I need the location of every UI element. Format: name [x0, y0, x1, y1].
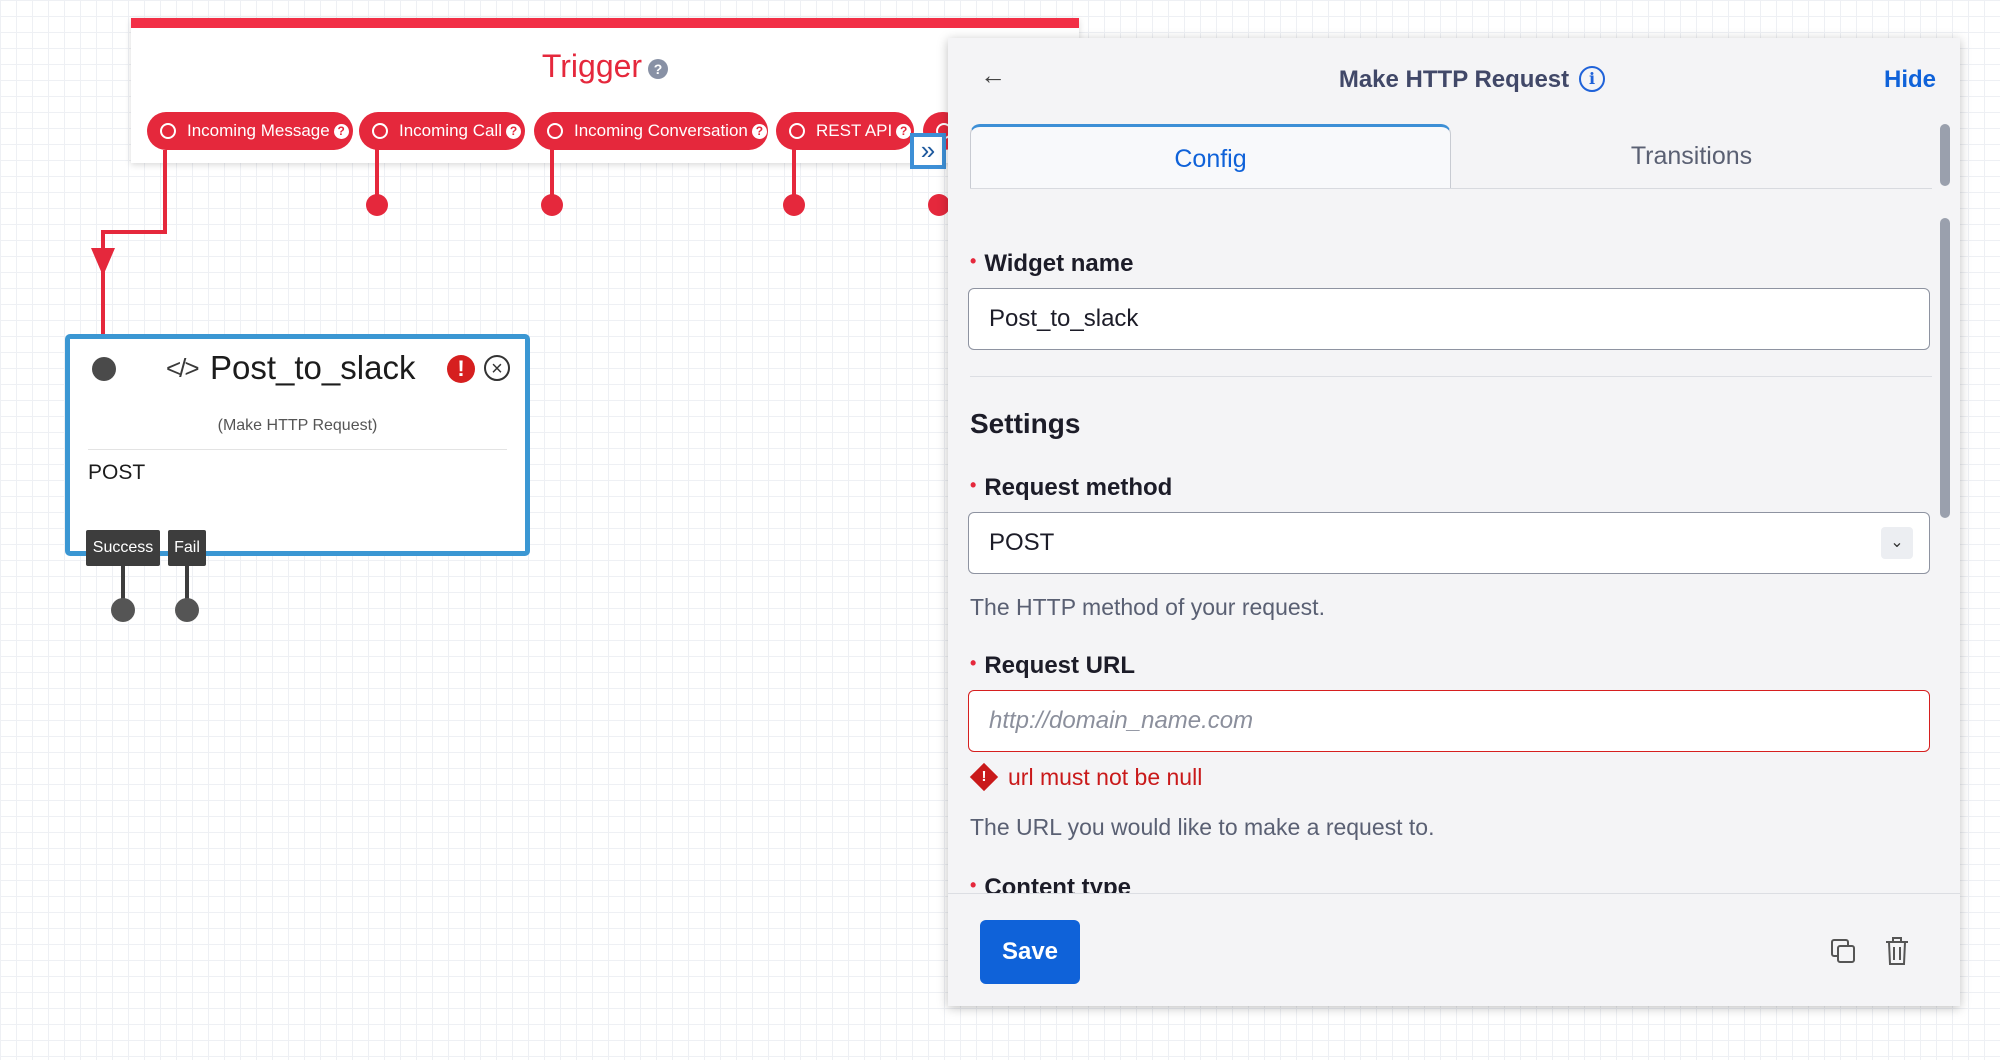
circle-icon	[372, 123, 388, 139]
tab-config[interactable]: Config	[970, 124, 1451, 188]
trigger-pill-incoming-message[interactable]: Incoming Message?	[147, 112, 353, 150]
duplicate-icon[interactable]	[1830, 938, 1856, 964]
pill-label: Incoming Message	[187, 121, 330, 140]
save-button[interactable]: Save	[980, 920, 1080, 984]
widget-name-label: • Widget name	[970, 250, 1133, 278]
trigger-pill-incoming-call[interactable]: Incoming Call?	[359, 112, 525, 150]
request-url-error-text: url must not be null	[1008, 764, 1203, 790]
circle-icon	[160, 123, 176, 139]
info-icon[interactable]: i	[1579, 66, 1605, 92]
input-port[interactable]	[92, 357, 116, 381]
output-port-rest-api[interactable]	[783, 194, 805, 216]
help-icon[interactable]: ?	[751, 124, 767, 139]
request-method-value: POST	[989, 529, 1055, 556]
config-panel: ← Make HTTP Request i Hide Config Transi…	[948, 38, 1960, 1006]
close-icon[interactable]: ×	[484, 355, 510, 381]
panel-header: ← Make HTTP Request i Hide	[948, 38, 1960, 120]
error-icon: !	[447, 355, 475, 383]
output-port-success[interactable]	[111, 598, 135, 622]
request-url-error: ! url must not be null	[969, 762, 1203, 792]
panel-scrollbar[interactable]	[1940, 218, 1950, 518]
pill-label: Incoming Conversation	[574, 121, 748, 140]
widget-name-input[interactable]	[968, 288, 1930, 350]
settings-heading: Settings	[970, 408, 1081, 439]
request-url-help: The URL you would like to make a request…	[970, 814, 1435, 840]
request-method-select[interactable]: POST ⌄	[968, 512, 1930, 574]
request-url-label-text: Request URL	[984, 652, 1135, 679]
request-method-label: • Request method	[970, 474, 1172, 502]
help-icon[interactable]: ?	[648, 58, 669, 79]
code-icon: </>	[166, 353, 200, 383]
trigger-pill-rest-api[interactable]: REST API?	[776, 112, 914, 150]
pill-label: REST API	[816, 121, 893, 140]
trigger-title-text: Trigger	[541, 48, 643, 84]
transition-success-tag[interactable]: Success	[86, 530, 160, 566]
trigger-pill-incoming-conversation[interactable]: Incoming Conversation?	[534, 112, 768, 150]
circle-icon	[789, 123, 805, 139]
widget-name-label-text: Widget name	[984, 250, 1134, 277]
circle-icon	[547, 123, 563, 139]
port-line	[375, 140, 379, 200]
divider	[970, 376, 1932, 377]
port-line	[792, 140, 796, 200]
output-port-incoming-conversation[interactable]	[541, 194, 563, 216]
trash-icon[interactable]	[1884, 936, 1910, 966]
error-icon: !	[969, 762, 999, 792]
port-line	[185, 566, 189, 606]
required-dot: •	[970, 251, 977, 271]
output-port-fail[interactable]	[175, 598, 199, 622]
help-icon[interactable]: ?	[333, 124, 349, 139]
required-dot: •	[970, 875, 977, 895]
divider	[88, 449, 507, 450]
output-port-incoming-call[interactable]	[366, 194, 388, 216]
required-dot: •	[970, 475, 977, 495]
request-method-help: The HTTP method of your request.	[970, 594, 1325, 620]
output-port-partial[interactable]	[928, 194, 950, 216]
port-line	[121, 566, 125, 606]
panel-tabs: Config Transitions	[970, 124, 1932, 189]
request-url-label: • Request URL	[970, 652, 1135, 680]
connection-line	[91, 150, 167, 335]
expand-panel-button[interactable]: »	[910, 133, 946, 169]
chevron-down-icon: ⌄	[1881, 527, 1913, 559]
widget-node-post-to-slack[interactable]: </> Post_to_slack ! × (Make HTTP Request…	[65, 334, 530, 556]
widget-title: Post_to_slack	[210, 349, 416, 386]
trigger-title: Trigger?	[131, 48, 1079, 85]
tab-transitions[interactable]: Transitions	[1630, 142, 1753, 170]
widget-type: (Make HTTP Request)	[217, 417, 378, 434]
help-icon[interactable]: ?	[506, 124, 521, 139]
required-dot: •	[970, 653, 977, 673]
pill-label: Incoming Call	[399, 121, 502, 140]
widget-method: POST	[88, 461, 146, 484]
tabs-scrollbar[interactable]	[1940, 124, 1950, 186]
panel-footer: Save	[948, 893, 1960, 1006]
back-arrow-icon[interactable]: ←	[980, 60, 1006, 90]
request-method-label-text: Request method	[984, 474, 1173, 501]
port-line	[550, 140, 554, 200]
request-url-input[interactable]	[968, 690, 1930, 752]
transition-fail-tag[interactable]: Fail	[168, 530, 206, 566]
help-icon[interactable]: ?	[896, 124, 912, 139]
hide-button[interactable]: Hide	[1883, 66, 1936, 93]
panel-title: Make HTTP Request	[1338, 66, 1570, 93]
trigger-node[interactable]: Trigger? Incoming Message? Incoming Call…	[131, 18, 1079, 163]
